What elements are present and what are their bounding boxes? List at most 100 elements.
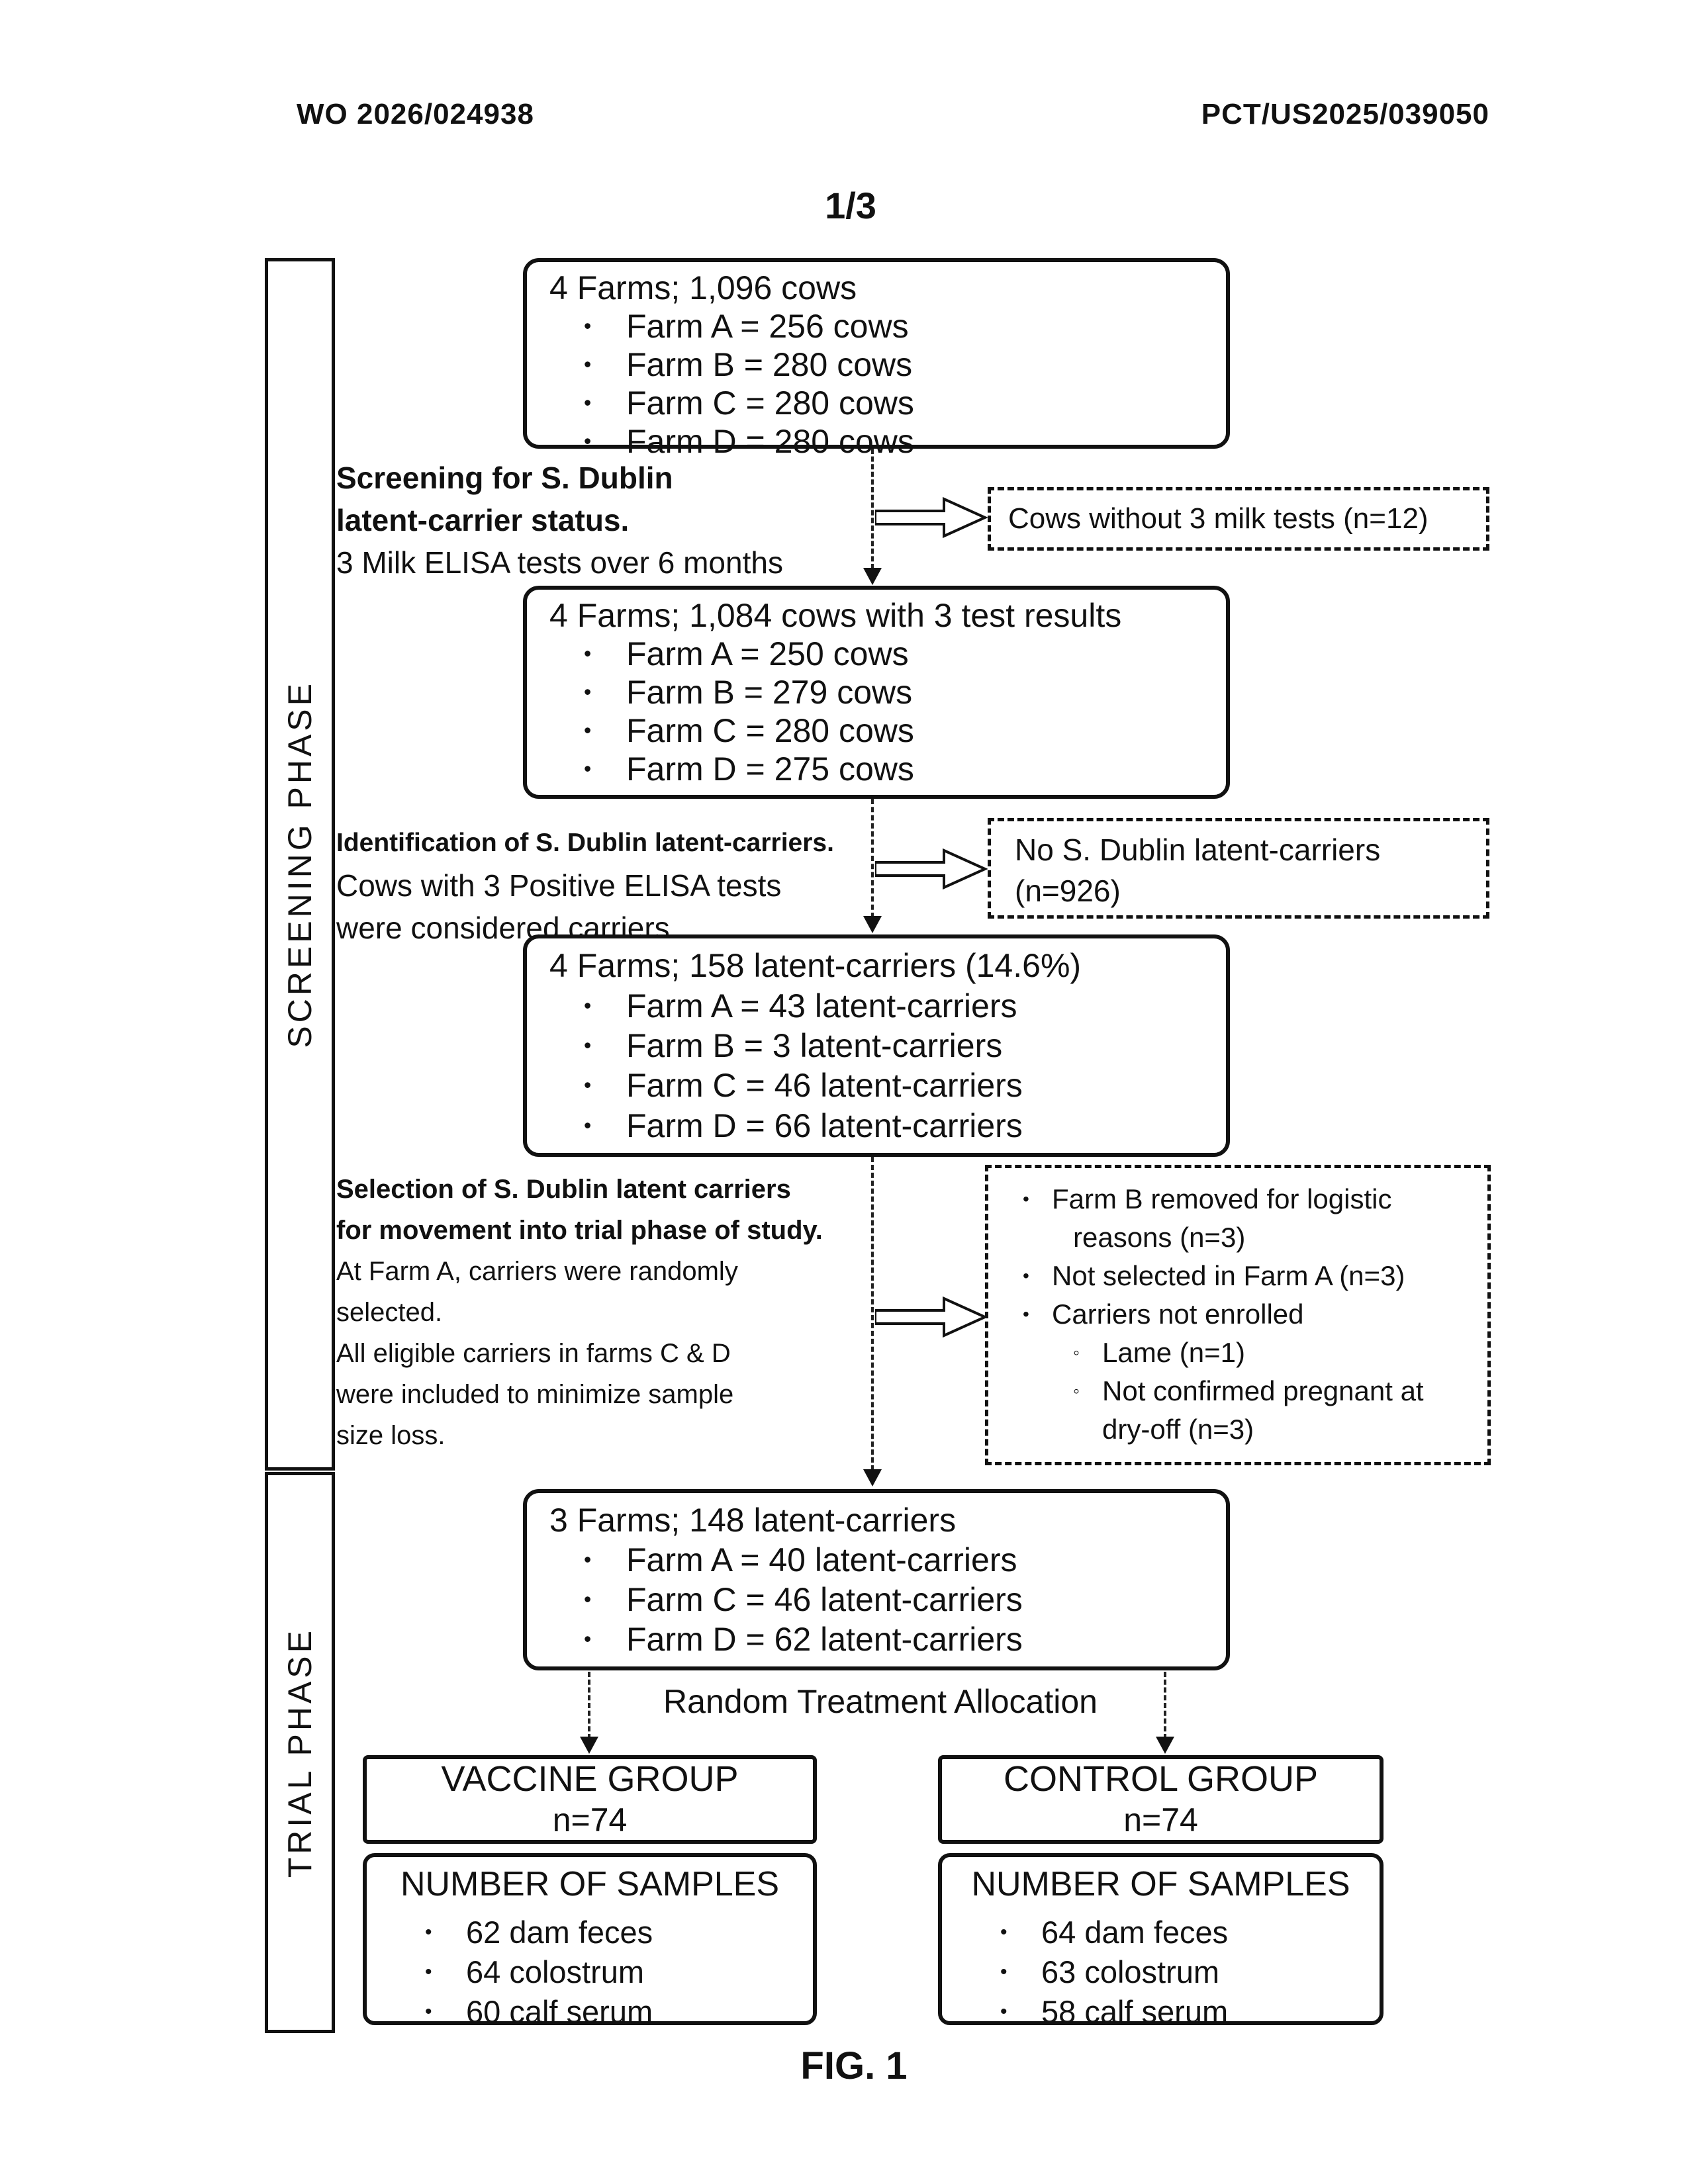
bullet-icon: • (584, 429, 592, 453)
farm-count-row: •Farm C = 280 cows (549, 384, 1221, 422)
note-line: were included to minimize sample (336, 1380, 734, 1409)
farm-count: Farm C = 280 cows (626, 712, 914, 749)
note-line: size loss. (336, 1421, 445, 1450)
arrowhead-icon (863, 916, 882, 933)
sample-count-row: •62 dam feces (367, 1913, 813, 1952)
farm-count: Farm D = 66 latent-carriers (626, 1107, 1023, 1144)
bullet-icon: • (1023, 1189, 1029, 1209)
identification-step-note: Identification of S. Dublin latent-carri… (336, 822, 892, 949)
block-arrow-icon (875, 1296, 988, 1338)
bullet-icon: • (584, 314, 592, 338)
cohort-box-latent-carriers: 4 Farms; 158 latent-carriers (14.6%) •Fa… (523, 934, 1230, 1157)
note-bold-line: for movement into trial phase of study. (336, 1216, 823, 1245)
sample-count-row: • 64 dam feces (942, 1913, 1380, 1952)
farm-count-row: •Farm B = 280 cows (549, 345, 1221, 384)
control-samples-box: NUMBER OF SAMPLES • 64 dam feces • 63 colo… (938, 1853, 1383, 2029)
connector-line (871, 799, 874, 918)
note-bold-line: Selection of S. Dublin latent carriers (336, 1175, 791, 1204)
cohort-box-3-test-results: 4 Farms; 1,084 cows with 3 test results … (523, 586, 1230, 799)
note-bold-line: latent-carrier status. (336, 503, 630, 537)
trial-phase-label: TRIAL PHASE (281, 1627, 318, 1878)
exclusion-text: reasons (n=3) (1073, 1222, 1246, 1253)
farm-count: Farm A = 256 cows (626, 308, 909, 345)
screening-phase-label: SCREENING PHASE (281, 680, 318, 1048)
farm-count: Farm A = 40 latent-carriers (626, 1541, 1017, 1578)
farm-count-row: •Farm D = 62 latent-carriers (549, 1620, 1221, 1659)
sample-count: 64 dam feces (1041, 1915, 1229, 1950)
farm-count-row: • Farm D = 66 latent-carriers (549, 1107, 1221, 1145)
farm-count: Farm A = 43 latent-carriers (626, 987, 1017, 1024)
bullet-icon: • (584, 1073, 592, 1097)
control-group-box: CONTROL GROUP n=74 (938, 1755, 1383, 1844)
farm-count-row: •Farm B = 3 latent-carriers (549, 1026, 1221, 1065)
vaccine-group-box: VACCINE GROUP n=74 (363, 1755, 817, 1844)
sample-count-row: •58 calf serum (942, 1992, 1380, 2032)
screening-step-note: Screening for S. Dublin latent-carrier s… (336, 457, 872, 584)
exclusion-item-continuation: reasons (n=3) (988, 1218, 1487, 1257)
note-line: All eligible carriers in farms C & D (336, 1339, 731, 1368)
exclusion-item: • Not selected in Farm A (n=3) (988, 1257, 1487, 1295)
exclusion-item: • Farm B removed for logistic (988, 1180, 1487, 1218)
sample-count: 58 calf serum (1041, 1994, 1229, 2029)
exclusion-text: dry-off (n=3) (1102, 1414, 1254, 1445)
box-title: 3 Farms; 148 latent-carriers (549, 1502, 957, 1539)
exclusion-text: Carriers not enrolled (1052, 1298, 1304, 1330)
arrowhead-icon (1156, 1737, 1174, 1754)
cohort-box-trial-carriers: 3 Farms; 148 latent-carriers • Farm A = 4… (523, 1489, 1230, 1670)
publication-number: WO 2026/024938 (297, 98, 534, 130)
bullet-icon: • (584, 1547, 592, 1572)
arrowhead-icon (863, 1469, 882, 1486)
farm-count-row: •Farm C = 280 cows (549, 711, 1221, 750)
box-title: 4 Farms; 158 latent-carriers (14.6%) (549, 947, 1082, 985)
bullet-icon: • (1023, 1265, 1029, 1286)
cohort-box-all-cows: 4 Farms; 1,096 cows •Farm A = 256 cows •… (523, 258, 1230, 460)
note-line: 3 Milk ELISA tests over 6 months (336, 545, 783, 580)
exclusion-sub-item-continuation: dry-off (n=3) (988, 1410, 1487, 1449)
farm-count-row: •Farm B = 279 cows (549, 673, 1221, 711)
exclusion-text: Lame (n=1) (1102, 1337, 1245, 1368)
bullet-icon: • (1000, 1921, 1008, 1943)
bullet-icon: • (1023, 1304, 1029, 1324)
note-bold-line: Identification of S. Dublin latent-carri… (336, 829, 834, 857)
vaccine-samples-box: NUMBER OF SAMPLES •62 dam feces •64 colo… (363, 1853, 817, 2029)
farm-count: Farm D = 275 cows (626, 751, 914, 788)
bullet-icon: • (584, 993, 592, 1018)
farm-count-row: • Farm A = 43 latent-carriers (549, 987, 1221, 1025)
exclusion-box-not-enrolled: • Farm B removed for logistic reasons (n=… (985, 1165, 1491, 1465)
bullet-icon: • (584, 390, 592, 415)
farm-count: Farm D = 280 cows (626, 423, 914, 460)
exclusion-text: Not selected in Farm A (n=3) (1052, 1260, 1405, 1291)
exclusion-sub-item: ◦ Not confirmed pregnant at (988, 1372, 1487, 1410)
note-line: At Farm A, carriers were randomly (336, 1257, 738, 1286)
connector-line (871, 1157, 874, 1471)
farm-count: Farm D = 62 latent-carriers (626, 1621, 1023, 1658)
arrowhead-icon (863, 568, 882, 585)
farm-count: Farm A = 250 cows (626, 635, 909, 672)
farm-count: Farm C = 46 latent-carriers (626, 1581, 1023, 1618)
sample-count: 63 colostrum (1041, 1954, 1220, 1989)
block-arrow-icon (875, 848, 988, 890)
bullet-icon: • (584, 1113, 592, 1138)
group-n: n=74 (552, 1801, 628, 1839)
exclusion-item: • Carriers not enrolled (988, 1295, 1487, 1334)
samples-title: NUMBER OF SAMPLES (971, 1865, 1350, 1903)
connector-line (1164, 1672, 1166, 1739)
note-bold-line: Screening for S. Dublin (336, 461, 673, 495)
exclusion-sub-item: ◦Lame (n=1) (988, 1334, 1487, 1372)
bullet-icon: • (425, 2001, 432, 2023)
exclusion-text: Farm B removed for logistic (1052, 1183, 1392, 1214)
sub-bullet-icon: ◦ (1073, 1381, 1080, 1401)
bullet-icon: • (425, 1961, 432, 1983)
exclusion-text: Not confirmed pregnant at (1102, 1375, 1424, 1406)
farm-count-row: • Farm A = 256 cows (549, 307, 1221, 345)
samples-title: NUMBER OF SAMPLES (400, 1865, 780, 1903)
application-number: PCT/US2025/039050 (1201, 98, 1489, 130)
allocation-label: Random Treatment Allocation (663, 1683, 1098, 1720)
bullet-icon: • (584, 1033, 592, 1058)
farm-count-row: •Farm C = 46 latent-carriers (549, 1580, 1221, 1619)
bullet-icon: • (584, 756, 592, 781)
farm-count: Farm B = 280 cows (626, 346, 913, 383)
exclusion-text: Cows without 3 milk tests (n=12) (1008, 502, 1429, 535)
connector-line (871, 449, 874, 569)
